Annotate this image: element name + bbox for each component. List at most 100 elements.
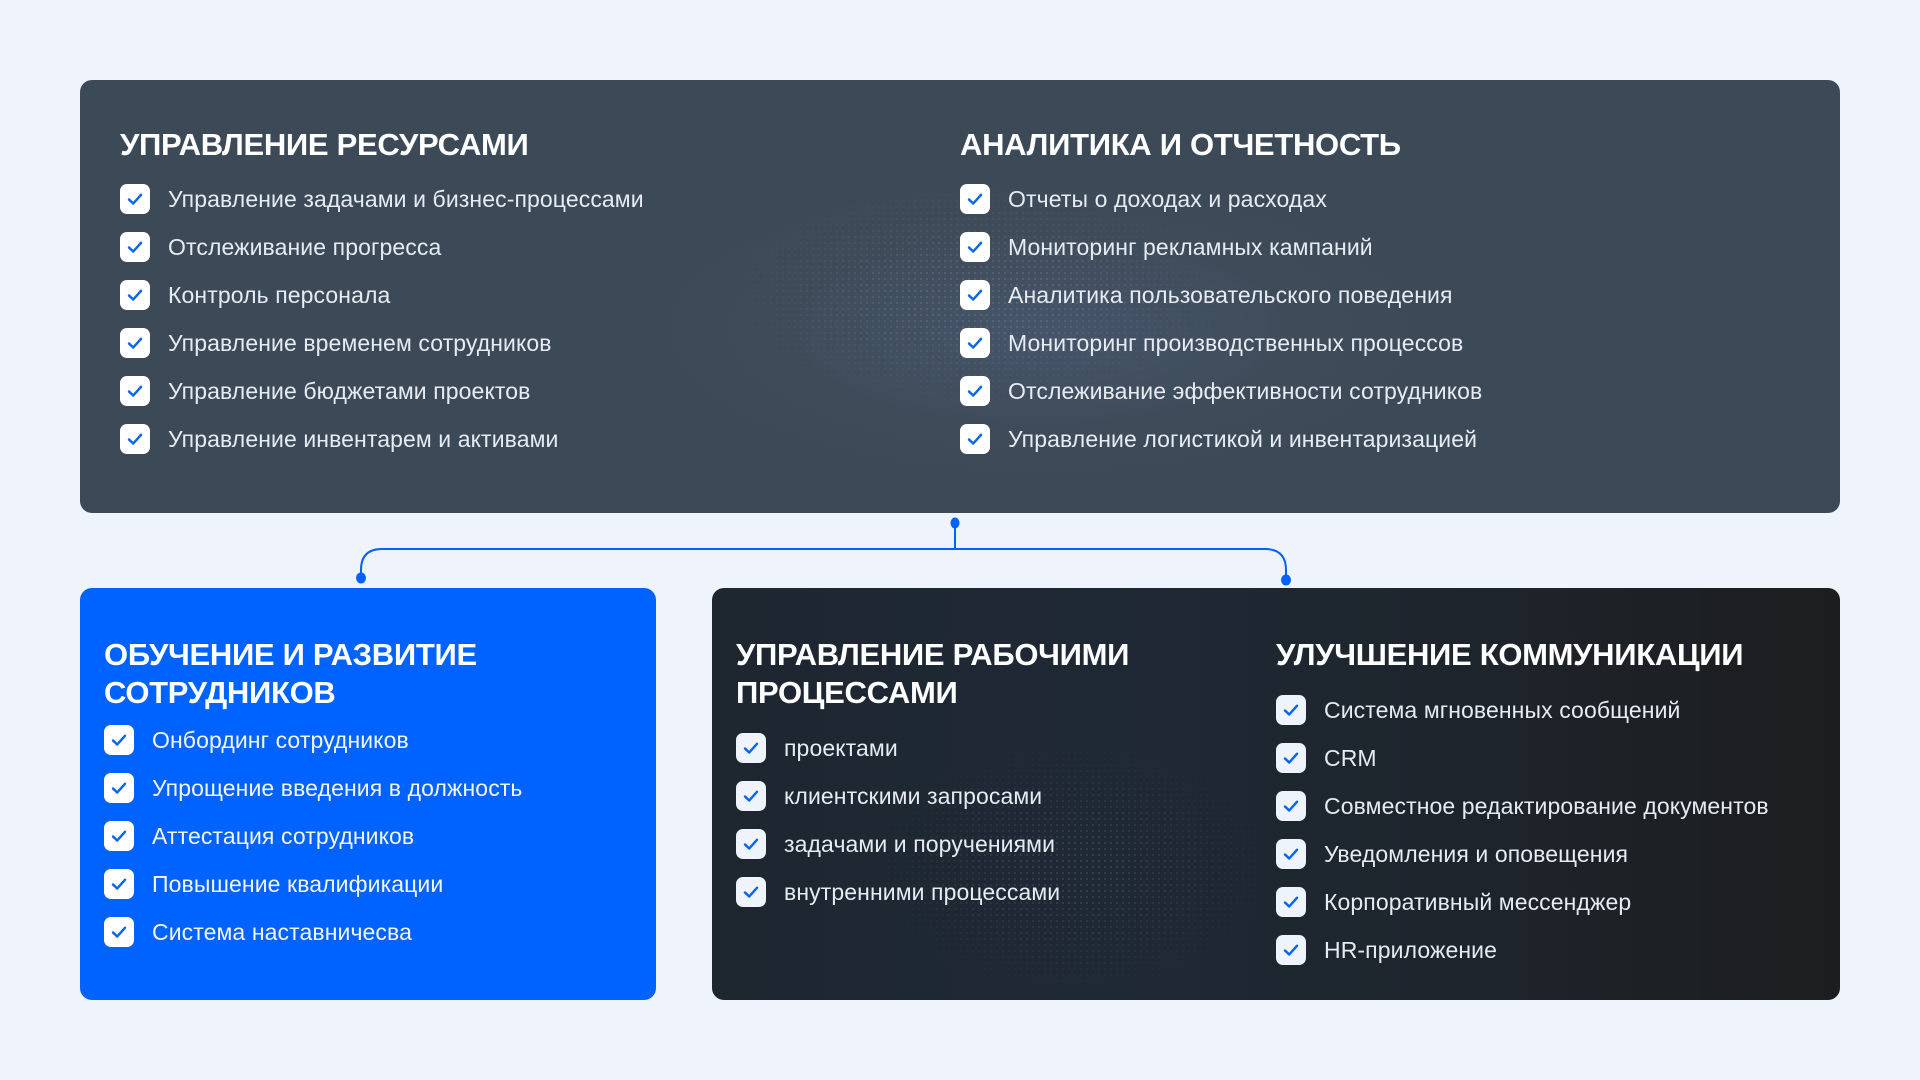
connector-dot-right (1281, 574, 1291, 586)
item-label: Управление задачами и бизнес-процессами (168, 185, 644, 212)
list-item: Мониторинг рекламных кампаний (960, 223, 1482, 271)
item-label: проектами (784, 734, 898, 761)
list-item: Управление логистикой и инвентаризацией (960, 415, 1482, 463)
item-label: Совместное редактирование документов (1324, 792, 1769, 819)
checkbox-checked-icon (960, 328, 990, 358)
item-label: Онбординг сотрудников (152, 726, 409, 753)
item-label: Мониторинг рекламных кампаний (1008, 233, 1373, 260)
checkbox-checked-icon (104, 725, 134, 755)
list-item: Уведомления и оповещения (1276, 830, 1769, 878)
checkbox-checked-icon (1276, 695, 1306, 725)
section-communication: УЛУЧШЕНИЕ КОММУНИКАЦИИ Система мгновенны… (1276, 636, 1769, 974)
list-item: Отчеты о доходах и расходах (960, 175, 1482, 223)
item-label: Управление бюджетами проектов (168, 377, 531, 404)
item-label: Управление логистикой и инвентаризацией (1008, 425, 1478, 452)
checkbox-checked-icon (120, 424, 150, 454)
item-label: Отслеживание эффективности сотрудников (1008, 377, 1483, 404)
item-label: CRM (1324, 744, 1377, 771)
connector-dot-top (950, 517, 960, 529)
section-title: ОБУЧЕНИЕ И РАЗВИТИЕ СОТРУДНИКОВ (104, 636, 523, 712)
item-label: клиентскими запросами (784, 782, 1043, 809)
section-title: УПРАВЛЕНИЕ РАБОЧИМИ ПРОЦЕССАМИ (736, 636, 1129, 712)
checkbox-checked-icon (736, 781, 766, 811)
list-item: Корпоративный мессенджер (1276, 878, 1769, 926)
item-label: Контроль персонала (168, 281, 391, 308)
checkbox-checked-icon (736, 829, 766, 859)
checkbox-checked-icon (960, 280, 990, 310)
feature-list: Онбординг сотрудников Упрощение введения… (104, 716, 523, 956)
item-label: задачами и поручениями (784, 830, 1056, 857)
section-analytics-reporting: АНАЛИТИКА И ОТЧЕТНОСТЬ Отчеты о доходах … (960, 126, 1482, 463)
list-item: задачами и поручениями (736, 820, 1129, 868)
feature-list: проектами клиентскими запросами задачами… (736, 724, 1129, 916)
checkbox-checked-icon (736, 877, 766, 907)
checkbox-checked-icon (1276, 839, 1306, 869)
list-item: Онбординг сотрудников (104, 716, 523, 764)
item-label: Уведомления и оповещения (1324, 840, 1629, 867)
item-label: Аттестация сотрудников (152, 822, 415, 849)
section-training-development: ОБУЧЕНИЕ И РАЗВИТИЕ СОТРУДНИКОВ Онбордин… (104, 636, 523, 956)
list-item: HR-приложение (1276, 926, 1769, 974)
item-label: Аналитика пользовательского поведения (1008, 281, 1453, 308)
list-item: Контроль персонала (120, 271, 644, 319)
checkbox-checked-icon (1276, 743, 1306, 773)
checkbox-checked-icon (120, 184, 150, 214)
checkbox-checked-icon (120, 376, 150, 406)
checkbox-checked-icon (120, 232, 150, 262)
list-item: Управление инвентарем и активами (120, 415, 644, 463)
item-label: HR-приложение (1324, 936, 1498, 963)
section-title: АНАЛИТИКА И ОТЧЕТНОСТЬ (960, 127, 1401, 162)
workflow-communication-card: УПРАВЛЕНИЕ РАБОЧИМИ ПРОЦЕССАМИ проектами… (712, 588, 1840, 1000)
section-title: УПРАВЛЕНИЕ РЕСУРСАМИ (120, 127, 529, 162)
checkbox-checked-icon (104, 821, 134, 851)
list-item: Повышение квалификации (104, 860, 523, 908)
list-item: Управление бюджетами проектов (120, 367, 644, 415)
section-title-line: ОБУЧЕНИЕ И РАЗВИТИЕ (104, 637, 477, 672)
checkbox-checked-icon (1276, 887, 1306, 917)
list-item: Совместное редактирование документов (1276, 782, 1769, 830)
feature-list: Отчеты о доходах и расходах Мониторинг р… (960, 175, 1482, 463)
item-label: Повышение квалификации (152, 870, 444, 897)
list-item: клиентскими запросами (736, 772, 1129, 820)
item-label: Мониторинг производственных процессов (1008, 329, 1464, 356)
list-item: Отслеживание прогресса (120, 223, 644, 271)
feature-list: Управление задачами и бизнес-процессами … (120, 175, 644, 463)
section-workflow-management: УПРАВЛЕНИЕ РАБОЧИМИ ПРОЦЕССАМИ проектами… (736, 636, 1129, 916)
checkbox-checked-icon (104, 917, 134, 947)
list-item: внутренними процессами (736, 868, 1129, 916)
checkbox-checked-icon (960, 184, 990, 214)
item-label: внутренними процессами (784, 878, 1061, 905)
section-title-line: УПРАВЛЕНИЕ РАБОЧИМИ (736, 637, 1130, 672)
item-label: Управление инвентарем и активами (168, 425, 559, 452)
feature-list: Система мгновенных сообщений CRM Совмест… (1276, 686, 1769, 974)
checkbox-checked-icon (960, 232, 990, 262)
item-label: Система мгновенных сообщений (1324, 696, 1681, 723)
list-item: Система наставничесва (104, 908, 523, 956)
section-title: УЛУЧШЕНИЕ КОММУНИКАЦИИ (1276, 637, 1744, 672)
top-card: УПРАВЛЕНИЕ РЕСУРСАМИ Управление задачами… (80, 80, 1840, 513)
item-label: Управление временем сотрудников (168, 329, 552, 356)
list-item: Аналитика пользовательского поведения (960, 271, 1482, 319)
checkbox-checked-icon (960, 424, 990, 454)
checkbox-checked-icon (104, 773, 134, 803)
item-label: Корпоративный мессенджер (1324, 888, 1632, 915)
section-title-line: СОТРУДНИКОВ (104, 675, 336, 710)
checkbox-checked-icon (736, 733, 766, 763)
item-label: Отчеты о доходах и расходах (1008, 185, 1327, 212)
list-item: Управление временем сотрудников (120, 319, 644, 367)
checkbox-checked-icon (1276, 791, 1306, 821)
list-item: Мониторинг производственных процессов (960, 319, 1482, 367)
item-label: Система наставничесва (152, 918, 412, 945)
list-item: Отслеживание эффективности сотрудников (960, 367, 1482, 415)
list-item: проектами (736, 724, 1129, 772)
checkbox-checked-icon (120, 280, 150, 310)
item-label: Отслеживание прогресса (168, 233, 442, 260)
training-card: ОБУЧЕНИЕ И РАЗВИТИЕ СОТРУДНИКОВ Онбордин… (80, 588, 656, 1000)
checkbox-checked-icon (960, 376, 990, 406)
list-item: Аттестация сотрудников (104, 812, 523, 860)
list-item: Система мгновенных сообщений (1276, 686, 1769, 734)
checkbox-checked-icon (104, 869, 134, 899)
checkbox-checked-icon (120, 328, 150, 358)
list-item: Управление задачами и бизнес-процессами (120, 175, 644, 223)
